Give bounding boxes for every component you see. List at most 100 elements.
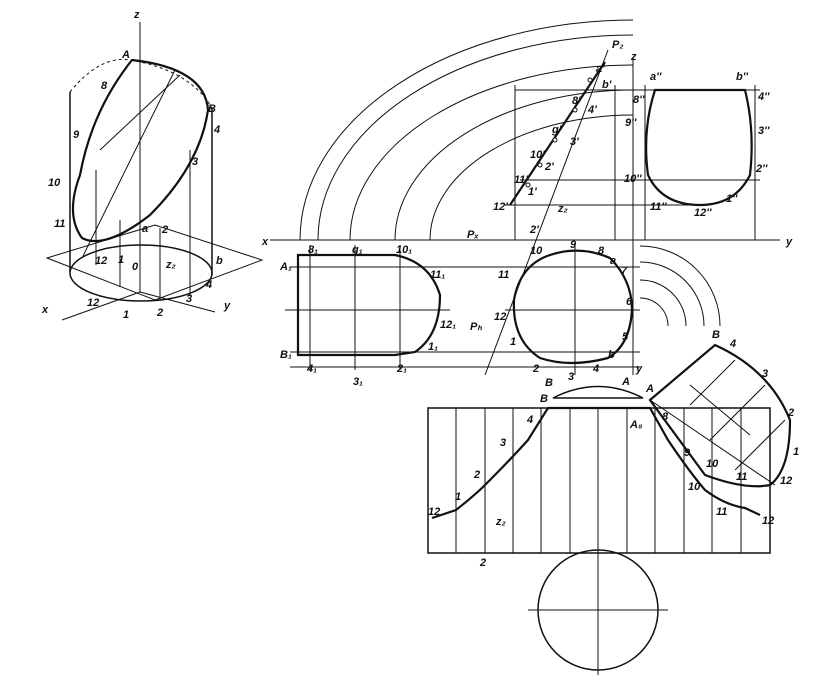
sec-label-3: 3₁ [353,376,363,388]
top-label-11: 11 [498,269,509,281]
top-label-7: 7 [621,265,628,277]
iso-section-ellipse [71,58,210,243]
iso-label-1: 1 [118,254,124,266]
top-label-8: 8 [598,245,605,257]
dev-label-B2: B [540,393,548,405]
oblique-section: B 4 3 2 1 12 11 10 A [645,329,799,488]
sec-label-2: 2₁ [396,363,407,375]
iso-label-b3: 3 [186,293,192,305]
sec-label-A1: A₁ [279,261,292,273]
obl-label-3: 3 [762,368,768,380]
iso-label-9: 9 [73,129,80,141]
sec-label-10: 10₁ [396,244,412,256]
side-view: a'' b'' 8'' 4'' 9'' 3'' 10'' 2'' 11'' 12… [624,71,770,240]
side-label-8: 8'' [633,94,645,106]
front-label-g: g' [551,124,562,136]
dev-label-2: 2 [473,469,480,481]
top-label-12: 12 [494,311,506,323]
top-label-5: 5 [622,331,629,343]
front-label-11: 11' [514,174,528,186]
oblique-axis [649,399,776,486]
front-label-10: 10' [530,149,545,161]
side-label-10: 10'' [624,173,642,185]
front-point [572,107,578,113]
top-label-b: b [608,349,615,361]
iso-label-z: z [133,9,140,21]
iso-label-0: 0 [132,261,139,273]
top-label-4: 4 [592,363,599,375]
dev-label-A: A [621,376,630,388]
front-label-8: 8' [572,95,581,107]
iso-label-b12: 12 [87,297,99,309]
side-label-11: 11'' [650,201,667,213]
iso-ground-plane [45,224,264,301]
side-label-b: b'' [736,71,748,83]
top-label-1: 1 [510,336,516,348]
front-label-2b: 2' [529,224,539,236]
arc [349,64,634,241]
top-section [512,249,634,365]
iso-label-b: b [216,255,223,267]
oblique-line [709,384,766,441]
arc [639,279,687,327]
obl-label-4: 4 [729,338,736,350]
sec-label-11: 11₁ [430,269,445,281]
obl-label-11: 11 [736,471,747,483]
iso-label-b4: 4 [205,279,212,291]
top-label-6: 6 [626,296,633,308]
iso-label-b1: 1 [123,309,129,321]
side-label-a: a'' [650,71,662,83]
iso-label-8: 8 [101,80,108,92]
projection-axes [270,19,780,375]
dev-label-B: B [545,377,553,389]
front-point [537,162,543,168]
iso-label-A: A [121,49,130,61]
front-label-b1: b' [602,79,612,91]
front-label-Px: Pₓ [467,229,479,241]
dev-label-z2: z₂ [495,516,506,528]
iso-bottom-ellipse [69,244,213,302]
iso-label-10: 10 [48,177,61,189]
development-view: B A B A₈ 4 3 2 1 12 z₂ 2 8 9 10 11 12 [427,376,774,675]
iso-label-4: 4 [213,124,220,136]
dev-label-11: 11 [716,506,727,518]
iso-label-y: y [223,300,231,312]
sec-label-4: 4₁ [306,363,317,375]
top-label-a: a [610,255,616,267]
iso-label-2: 2 [161,224,168,236]
side-label-3: 3'' [758,125,770,137]
side-section [645,88,753,207]
front-label-Pv: P₂ [612,39,624,51]
top-label-PH: Pₕ [470,321,482,333]
dev-label-4: 4 [526,414,533,426]
iso-label-b2: 2 [156,307,163,319]
obl-label-10: 10 [706,458,719,470]
top-label-3: 3 [568,371,574,383]
front-label-3: 3' [570,136,579,148]
sec-label-g1: g₁ [351,244,363,256]
front-label-a1: a' [596,63,605,75]
top-label-y: y [635,363,643,375]
iso-label-z2: z₂ [165,259,176,271]
front-label-z: z [630,51,637,63]
sec-label-B1: B₁ [280,349,292,361]
obl-label-B: B [712,329,720,341]
arc [394,89,634,241]
side-label-4: 4'' [757,91,770,103]
dev-label-1: 1 [455,491,461,503]
front-label-y: y [785,236,793,248]
iso-label-12: 12 [95,255,107,267]
oblique-line [689,384,751,436]
front-section-line [509,61,606,206]
front-point [525,182,531,188]
front-label-12: 12' [493,201,508,213]
obl-label-A: A [645,383,654,395]
iso-trace [99,74,181,151]
front-point [587,77,593,83]
dev-label-A8: A₈ [629,419,643,431]
arc [639,245,721,327]
dev-label-12: 12 [428,506,440,518]
front-label-2: 2' [544,161,554,173]
top-label-9: 9 [570,239,577,251]
